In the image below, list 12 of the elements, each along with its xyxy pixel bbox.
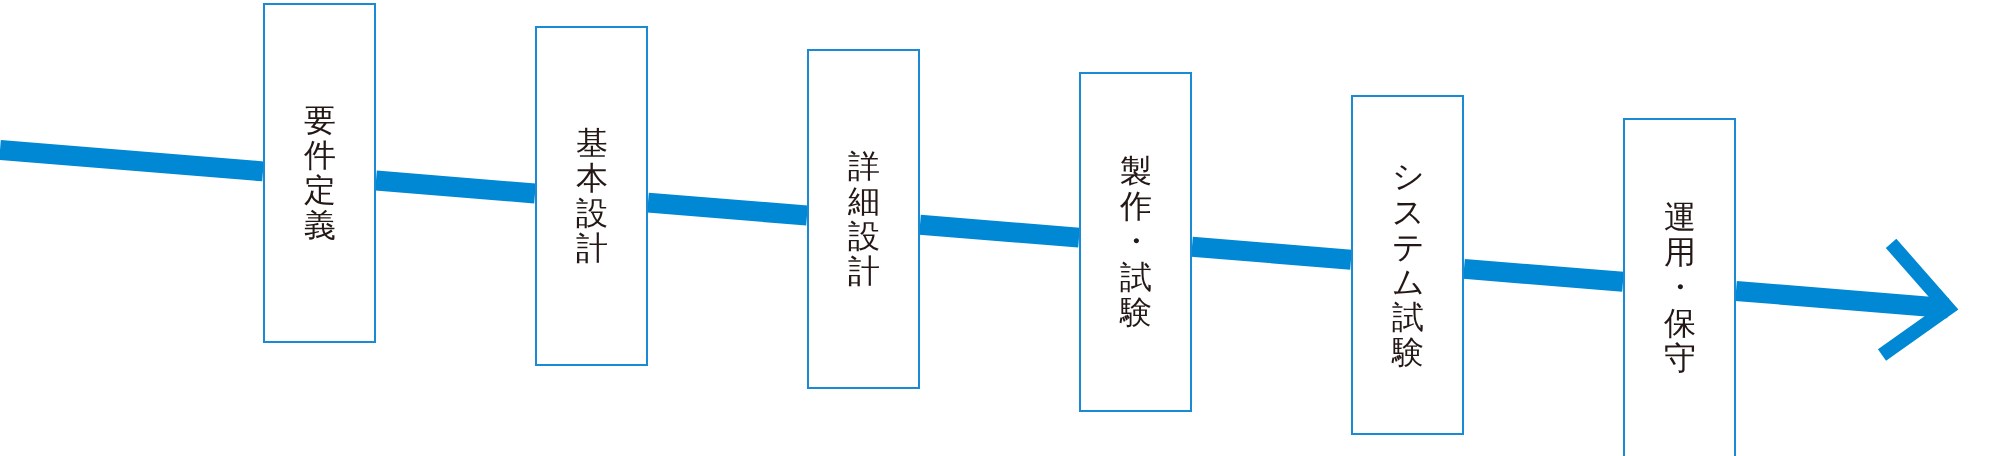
- step-label: 製作・試験: [1119, 154, 1152, 330]
- step-label: システム試験: [1391, 159, 1424, 371]
- process-box: [1623, 118, 1736, 456]
- process-box: [1079, 72, 1192, 412]
- step-label: 運用・保守: [1663, 200, 1696, 376]
- step-label: 要件定義: [303, 102, 336, 244]
- process-box: [535, 26, 648, 366]
- step-label: 詳細設計: [847, 148, 880, 290]
- process-box: [1351, 95, 1464, 435]
- process-box: [263, 3, 376, 343]
- step-label: 基本設計: [575, 125, 608, 267]
- process-box: [807, 49, 920, 389]
